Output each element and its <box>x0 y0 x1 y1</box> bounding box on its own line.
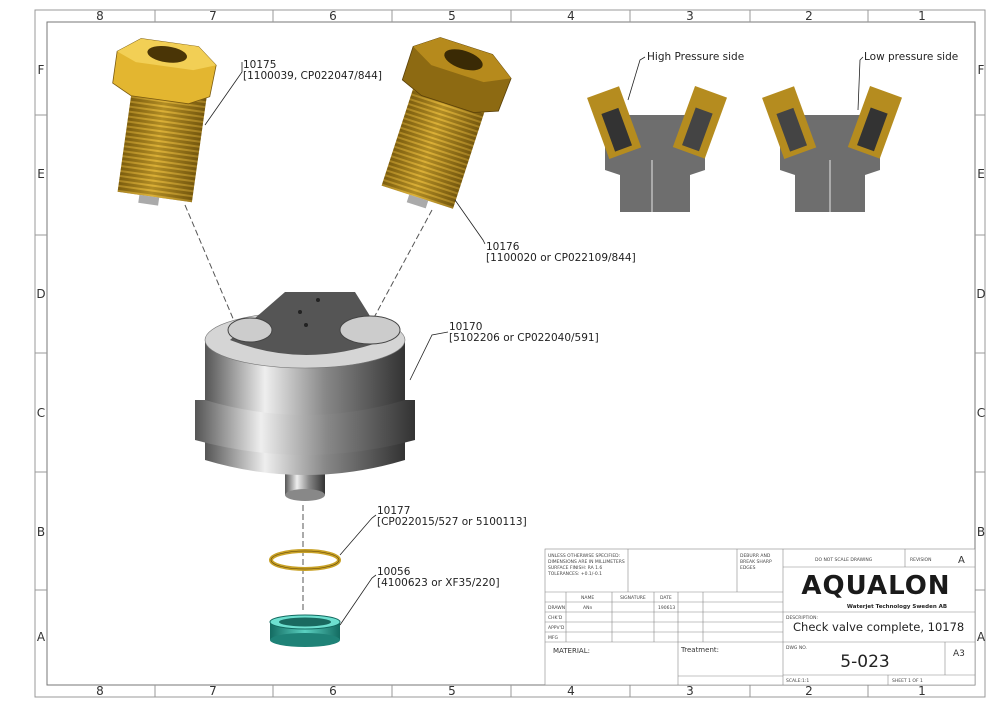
zone-row: C <box>37 406 45 420</box>
revision-value: A <box>958 555 965 566</box>
zone-col: 7 <box>209 684 217 698</box>
company-subtitle: Waterjet Technology Sweden AB <box>847 604 947 610</box>
zone-row: E <box>37 167 45 181</box>
zone-row: B <box>37 525 45 539</box>
title-block-text: UNLESS OTHERWISE SPECIFIED: DIMENSIONS A… <box>547 553 965 684</box>
zone-col: 1 <box>918 9 926 23</box>
callout-10177: 10177 [CP022015/527 or 5100113] <box>377 505 527 528</box>
zone-row: F <box>38 63 45 77</box>
fitting-10176 <box>381 37 512 209</box>
fitting-10175 <box>112 38 217 206</box>
part-number: 10175 <box>243 59 276 71</box>
leader-lines <box>204 56 864 626</box>
note-line: TOLERANCES: +0.1/-0.1 <box>547 571 602 577</box>
part-refs: [4100623 or XF35/220] <box>377 577 500 589</box>
zone-row: F <box>978 63 985 77</box>
zone-col: 4 <box>567 684 575 698</box>
zone-row: B <box>977 525 985 539</box>
description: Check valve complete, 10178 <box>793 620 964 634</box>
zone-col: 8 <box>96 684 104 698</box>
part-refs: [5102206 or CP022040/591] <box>449 332 599 344</box>
part-refs: [1100039, CP022047/844] <box>243 70 382 82</box>
part-number: 10170 <box>449 321 482 333</box>
dwg-no-label: DWG NO. <box>786 645 807 651</box>
zone-row: D <box>36 287 45 301</box>
callout-10056: 10056 [4100623 or XF35/220] <box>377 566 500 589</box>
zone-col: 2 <box>805 684 813 698</box>
drawn-date: 190613 <box>658 605 675 611</box>
scale: SCALE:1:1 <box>786 678 809 684</box>
zone-col: 6 <box>329 684 337 698</box>
note-line: DIMENSIONS ARE IN MILLIMETERS <box>548 559 625 565</box>
sheet-number: SHEET 1 OF 1 <box>892 678 923 684</box>
callout-10176: 10176 [1100020 or CP022109/844] <box>486 241 636 264</box>
treatment-label: Treatment: <box>680 646 719 654</box>
zone-col: 6 <box>329 9 337 23</box>
row-label: CHK'D <box>548 615 563 621</box>
note-line: UNLESS OTHERWISE SPECIFIED: <box>548 553 620 559</box>
drawn-name: ANn <box>583 605 592 611</box>
zone-labels: 8 7 6 5 4 3 2 1 8 7 6 5 4 3 2 1 F E D C … <box>36 9 986 698</box>
header-date: DATE <box>660 595 672 601</box>
header-name: NAME <box>581 595 594 601</box>
zone-col: 7 <box>209 9 217 23</box>
note-line: SURFACE FINISH: RA 1.6 <box>548 565 602 571</box>
zone-col: 1 <box>918 684 926 698</box>
zone-col: 2 <box>805 9 813 23</box>
zone-col: 3 <box>686 9 694 23</box>
part-number: 10177 <box>377 505 410 517</box>
zone-ticks <box>35 10 985 697</box>
description-label: DESCRIPTION: <box>786 615 818 621</box>
row-label: MFG <box>548 635 558 641</box>
part-refs: [CP022015/527 or 5100113] <box>377 516 527 528</box>
zone-row: D <box>976 287 985 301</box>
backup-ring-10177 <box>269 549 341 571</box>
row-label: DRAWN <box>548 605 565 611</box>
section-view-low-pressure <box>762 85 903 212</box>
part-refs: [1100020 or CP022109/844] <box>486 252 636 264</box>
part-number: 10176 <box>486 241 520 253</box>
callout-10175: 10175 [1100039, CP022047/844] <box>243 59 382 82</box>
revision-label: REVISION <box>910 557 931 563</box>
valve-body-10170 <box>195 292 415 501</box>
material-label: MATERIAL: <box>553 647 590 655</box>
zone-col: 5 <box>448 684 456 698</box>
section-view-high-pressure <box>587 85 728 212</box>
sheet-size: A3 <box>953 649 965 659</box>
drawing-number: 5-023 <box>840 652 889 672</box>
zone-col: 3 <box>686 684 694 698</box>
zone-row: C <box>977 406 985 420</box>
company-logo: AQUALON <box>801 571 950 601</box>
low-pressure-label: Low pressure side <box>864 51 958 63</box>
high-pressure-label: High Pressure side <box>647 51 744 63</box>
seal-10056 <box>269 614 341 647</box>
explode-lines <box>184 204 433 610</box>
zone-row: A <box>977 630 986 644</box>
deburr-line: DEBURR AND <box>740 553 771 559</box>
deburr-line: BREAK SHARP <box>740 559 772 565</box>
header-signature: SIGNATURE <box>620 595 646 601</box>
callout-10170: 10170 [5102206 or CP022040/591] <box>449 321 599 344</box>
zone-row: E <box>977 167 985 181</box>
title-block <box>544 548 976 686</box>
deburr-line: EDGES <box>740 565 756 571</box>
part-number: 10056 <box>377 566 411 578</box>
row-label: APPV'D <box>548 625 565 631</box>
zone-col: 8 <box>96 9 104 23</box>
do-not-scale: DO NOT SCALE DRAWING <box>815 557 873 563</box>
zone-col: 4 <box>567 9 575 23</box>
zone-col: 5 <box>448 9 456 23</box>
zone-row: A <box>37 630 46 644</box>
